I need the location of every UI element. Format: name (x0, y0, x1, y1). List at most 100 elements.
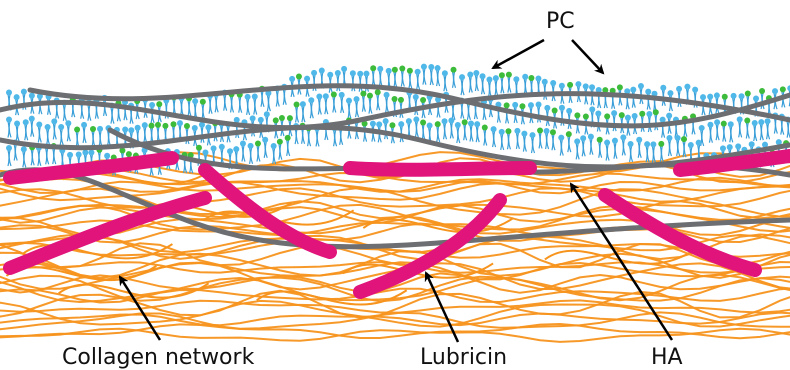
pc-tail (465, 124, 467, 140)
pc-tail (561, 140, 563, 156)
pc-head (727, 144, 733, 150)
pc-head (149, 102, 155, 108)
pc-head (658, 141, 664, 147)
pc-head (149, 123, 155, 129)
pc-tail (320, 98, 322, 114)
pc-tail (539, 106, 541, 122)
pc-tail (577, 143, 579, 159)
pc-head (262, 137, 268, 143)
pc-tail (326, 98, 328, 114)
pc-tail (9, 150, 11, 166)
pc-head (327, 72, 333, 78)
pc-tail (525, 79, 527, 95)
pc-head (21, 146, 27, 152)
pc-head (51, 118, 57, 124)
pc-head (645, 89, 651, 95)
pc-head (552, 108, 558, 114)
pc-tail (424, 69, 426, 85)
pc-tail (483, 78, 485, 94)
pc-head (604, 140, 610, 146)
pc-head (455, 122, 461, 128)
pc-head (29, 116, 35, 122)
pc-head (377, 66, 383, 72)
pc-head (14, 121, 20, 127)
pc-head (451, 67, 457, 73)
pc-head (252, 94, 258, 100)
pc-head (81, 122, 87, 128)
pc-head (184, 123, 190, 129)
pc-tail (353, 75, 355, 91)
pc-tail (586, 88, 588, 104)
pc-tail (47, 148, 49, 164)
pc-tail (533, 137, 535, 153)
pc-head (504, 102, 510, 108)
pc-head (277, 139, 283, 145)
pc-head (177, 120, 183, 126)
pc-tail (703, 99, 705, 115)
pc-head (29, 93, 35, 99)
pc-tail (662, 146, 664, 162)
pc-tail (258, 145, 260, 161)
pc-tail (776, 118, 778, 134)
pc-tail (32, 149, 34, 165)
pc-head (21, 89, 27, 95)
pc-head (23, 119, 29, 125)
pc-tail (755, 125, 757, 141)
pc-head (415, 69, 421, 75)
pc-head (583, 114, 589, 120)
pc-head (597, 137, 603, 143)
pc-head (6, 89, 12, 95)
pc-tail (717, 124, 719, 140)
pc-head (646, 111, 652, 117)
pc-tail (303, 106, 305, 122)
pc-head (36, 122, 42, 128)
pc-head (720, 145, 726, 151)
pc-tail (403, 71, 405, 87)
pc-tail (189, 100, 191, 116)
pc-tail (518, 133, 520, 149)
pc-head (749, 141, 755, 147)
pc-head (104, 153, 110, 159)
pc-head (300, 101, 306, 107)
pc-head (675, 135, 681, 141)
pc-head (714, 119, 720, 125)
pc-tail (364, 96, 366, 112)
pc-head (620, 134, 626, 140)
pc-head (399, 66, 405, 72)
pc-head (192, 98, 198, 104)
pc-head (413, 94, 419, 100)
pc-tail (277, 90, 279, 106)
pc-head (544, 105, 550, 111)
pc-tail (586, 119, 588, 135)
pc-tail (761, 124, 763, 140)
pc-tail (607, 145, 609, 161)
pc-head (311, 70, 317, 76)
pc-head (392, 67, 398, 73)
pc-tail (26, 124, 28, 140)
pc-tail (615, 143, 617, 159)
pc-head (696, 140, 702, 146)
pc-tail (410, 73, 412, 89)
pc-head (448, 117, 454, 123)
pc-head (227, 148, 233, 154)
pc-head (248, 143, 254, 149)
pc-head (196, 145, 202, 151)
pc-head (420, 97, 426, 103)
ha-label: HA (651, 345, 683, 370)
pc-head (192, 125, 198, 131)
pc-head (339, 92, 345, 98)
pc-head (721, 121, 727, 127)
pc-tail (296, 128, 298, 144)
pc-head (580, 135, 586, 141)
pc-tail (216, 96, 218, 112)
pc-head (82, 150, 88, 156)
pc-head (74, 127, 80, 133)
pc-tail (77, 132, 79, 148)
pc-head (589, 106, 595, 112)
pc-head (707, 94, 713, 100)
pc-head (97, 126, 103, 132)
pc-tail (378, 94, 380, 110)
pc-tail (624, 139, 626, 155)
pc-tail (496, 80, 498, 96)
pc-tail (269, 95, 271, 111)
